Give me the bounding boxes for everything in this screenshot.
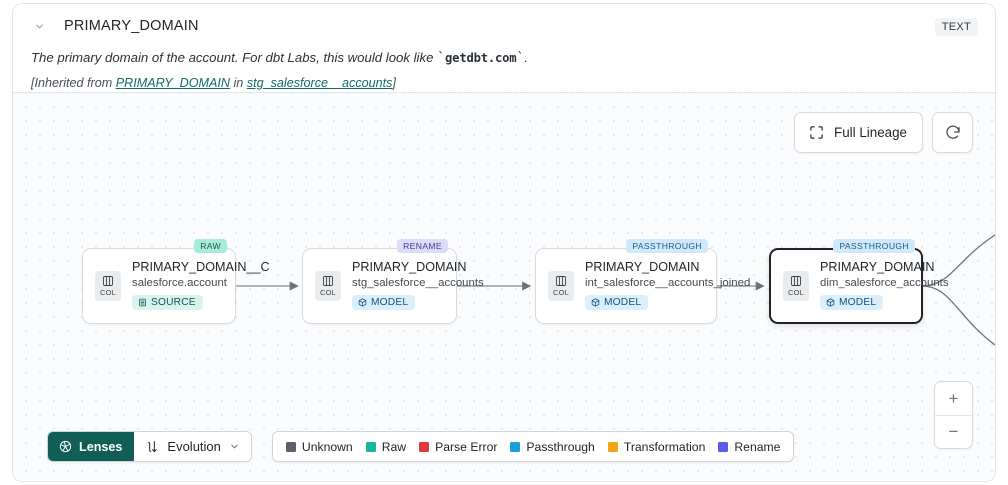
node-kind-badge: SOURCE (132, 295, 203, 310)
node-kind-label: MODEL (839, 297, 877, 308)
zoom-out-button[interactable]: − (935, 415, 972, 448)
lineage-node[interactable]: PASSTHROUGH COL PRIMARY_DOMAIN int_sales… (535, 239, 750, 324)
legend-label: Passthrough (526, 439, 595, 454)
evolution-dropdown[interactable]: Evolution (134, 432, 251, 461)
node-kind-label: SOURCE (151, 297, 196, 308)
column-icon-label: COL (319, 288, 337, 297)
page-title: PRIMARY_DOMAIN (64, 18, 199, 34)
legend-item: Raw (365, 439, 407, 454)
lineage-node[interactable]: RENAME COL PRIMARY_DOMAIN stg_salesforce… (302, 239, 484, 324)
lineage-edges (235, 234, 995, 346)
node-name: PRIMARY_DOMAIN (585, 260, 700, 274)
legend-label: Transformation (623, 439, 706, 454)
legend-swatch (607, 441, 618, 452)
zoom-in-button[interactable]: + (948, 388, 959, 408)
branch-merge-icon (145, 440, 159, 454)
database-icon (138, 298, 147, 307)
column-icon-label: COL (99, 288, 117, 297)
description-text-after: . (524, 50, 529, 65)
legend-swatch (718, 441, 729, 452)
legend-item: Passthrough (510, 439, 595, 454)
inherited-suffix: ] (392, 76, 396, 90)
chevron-down-icon[interactable] (229, 441, 240, 452)
lineage-legend: Unknown Raw Parse Error Passthrough Tran… (271, 431, 795, 462)
column-icon: COL (548, 271, 574, 301)
node-subtitle: stg_salesforce__accounts (352, 277, 484, 289)
legend-item: Unknown (285, 439, 353, 454)
node-tag: RAW (194, 239, 227, 253)
legend-swatch (510, 441, 521, 452)
column-icon: COL (95, 271, 121, 301)
lineage-node-selected[interactable]: PASSTHROUGH COL PRIMARY_DOMAIN dim_sales… (769, 239, 949, 324)
refresh-icon (945, 125, 961, 141)
chevron-down-icon[interactable] (31, 18, 47, 34)
node-name: PRIMARY_DOMAIN (352, 260, 467, 274)
inherited-prefix: [Inherited from (31, 76, 116, 90)
column-icon-label: COL (552, 288, 570, 297)
node-kind-label: MODEL (371, 297, 409, 308)
legend-label: Unknown (301, 439, 353, 454)
expand-icon (809, 125, 824, 140)
inherited-model-link[interactable]: stg_salesforce__accounts (246, 76, 393, 90)
legend-label: Parse Error (435, 439, 498, 454)
full-lineage-label: Full Lineage (834, 125, 907, 140)
cube-icon (826, 298, 835, 307)
legend-item: Parse Error (419, 440, 497, 454)
cube-icon (591, 298, 600, 307)
canvas-bottom-bar: Lenses Evolution Unknown (47, 431, 795, 462)
lenses-label: Lenses (79, 439, 123, 454)
description-text-before: The primary domain of the account. For d… (31, 50, 438, 65)
legend-swatch (419, 441, 430, 452)
panel-header: PRIMARY_DOMAIN TEXT The primary domain o… (13, 4, 995, 93)
node-body: PRIMARY_DOMAIN stg_salesforce__accounts … (341, 260, 494, 312)
evolution-label: Evolution (167, 439, 221, 454)
legend-label: Rename (734, 439, 781, 454)
column-description: The primary domain of the account. For d… (31, 50, 529, 66)
legend-item: Rename (718, 440, 780, 454)
legend-swatch (365, 441, 376, 452)
node-kind-badge: MODEL (352, 295, 416, 310)
node-tag: PASSTHROUGH (833, 239, 915, 253)
node-body: PRIMARY_DOMAIN__C salesforce.account SOU… (121, 260, 280, 312)
column-icon: COL (315, 271, 341, 301)
inherited-from-note: [Inherited from PRIMARY_DOMAIN in stg_sa… (31, 76, 979, 90)
lenses-evolution-group: Lenses Evolution (47, 431, 252, 462)
aperture-icon (59, 440, 72, 453)
cube-icon (358, 298, 367, 307)
node-kind-badge: MODEL (820, 295, 884, 310)
node-tag: RENAME (397, 239, 448, 253)
column-icon-label: COL (787, 288, 805, 297)
zoom-controls: + − (934, 381, 973, 449)
lenses-button[interactable]: Lenses (48, 432, 135, 461)
lineage-canvas[interactable]: Full Lineage RAW COL PRIMARY_DOMAIN__C s… (13, 93, 995, 481)
lineage-node[interactable]: RAW COL PRIMARY_DOMAIN__C salesforce.acc… (82, 239, 270, 324)
legend-swatch (285, 441, 296, 452)
node-kind-label: MODEL (604, 297, 642, 308)
canvas-top-controls: Full Lineage (794, 112, 973, 153)
node-tag: PASSTHROUGH (626, 239, 708, 253)
inherited-mid: in (230, 76, 247, 90)
description-code: getdbt.com (445, 51, 517, 65)
legend-item: Transformation (607, 439, 706, 454)
node-name: PRIMARY_DOMAIN__C (132, 260, 270, 274)
column-lineage-panel: PRIMARY_DOMAIN TEXT The primary domain o… (12, 3, 996, 482)
node-subtitle: salesforce.account (132, 277, 227, 289)
column-icon: COL (783, 271, 809, 301)
node-body: PRIMARY_DOMAIN dim_salesforce_accounts M… (809, 260, 959, 312)
node-name: PRIMARY_DOMAIN (820, 260, 935, 274)
header-title-row: PRIMARY_DOMAIN (29, 15, 979, 37)
full-lineage-button[interactable]: Full Lineage (794, 112, 923, 153)
node-subtitle: int_salesforce__accounts_joined (585, 277, 751, 289)
node-body: PRIMARY_DOMAIN int_salesforce__accounts_… (574, 260, 760, 312)
column-type-badge: TEXT (934, 18, 978, 36)
node-kind-badge: MODEL (585, 295, 649, 310)
refresh-button[interactable] (932, 112, 973, 153)
legend-label: Raw (381, 439, 407, 454)
inherited-column-link[interactable]: PRIMARY_DOMAIN (115, 76, 230, 90)
node-subtitle: dim_salesforce_accounts (820, 277, 949, 289)
